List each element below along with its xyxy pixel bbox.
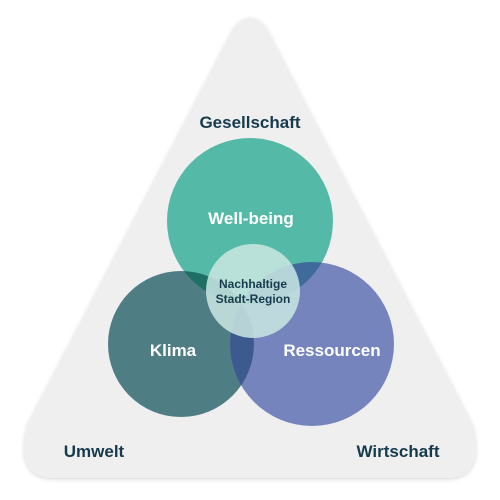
circle-well-being	[167, 138, 333, 304]
circle-label-well-being: Well-being	[208, 209, 294, 228]
corner-label-wirtschaft: Wirtschaft	[357, 442, 440, 461]
circle-label-ressourcen: Ressourcen	[283, 341, 380, 360]
circle-label-klima: Klima	[150, 341, 197, 360]
corner-label-umwelt: Umwelt	[64, 442, 125, 461]
center-circle	[206, 244, 300, 338]
corner-label-gesellschaft: Gesellschaft	[199, 113, 300, 132]
center-label-line1: Nachhaltige	[219, 277, 287, 291]
center-label-line2: Stadt-Region	[216, 292, 291, 306]
